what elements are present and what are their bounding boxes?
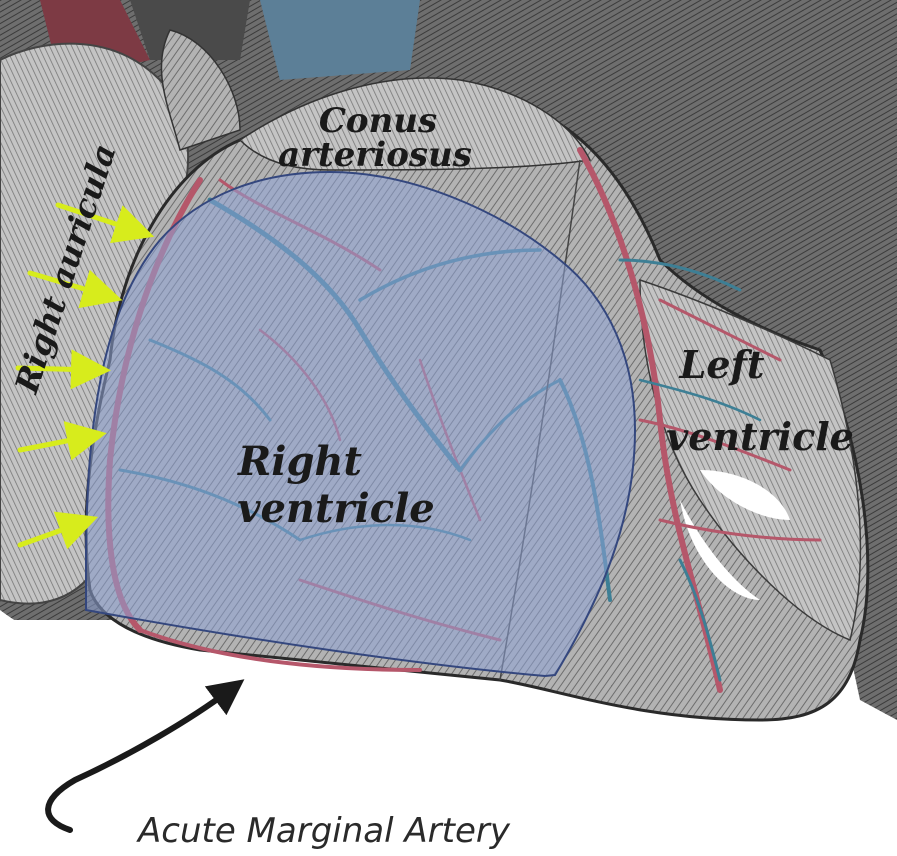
left-ventricle-label-line2: ventricle bbox=[666, 414, 854, 459]
left-ventricle-label-line1: Left bbox=[679, 342, 765, 387]
pulmonary-trunk bbox=[260, 0, 420, 80]
right-ventricle-label-line1: Right bbox=[237, 438, 362, 485]
acute-marginal-artery-caption: Acute Marginal Artery bbox=[136, 811, 511, 851]
conus-label-line2: arteriosus bbox=[278, 135, 472, 175]
right-ventricle-label-line2: ventricle bbox=[237, 485, 435, 532]
